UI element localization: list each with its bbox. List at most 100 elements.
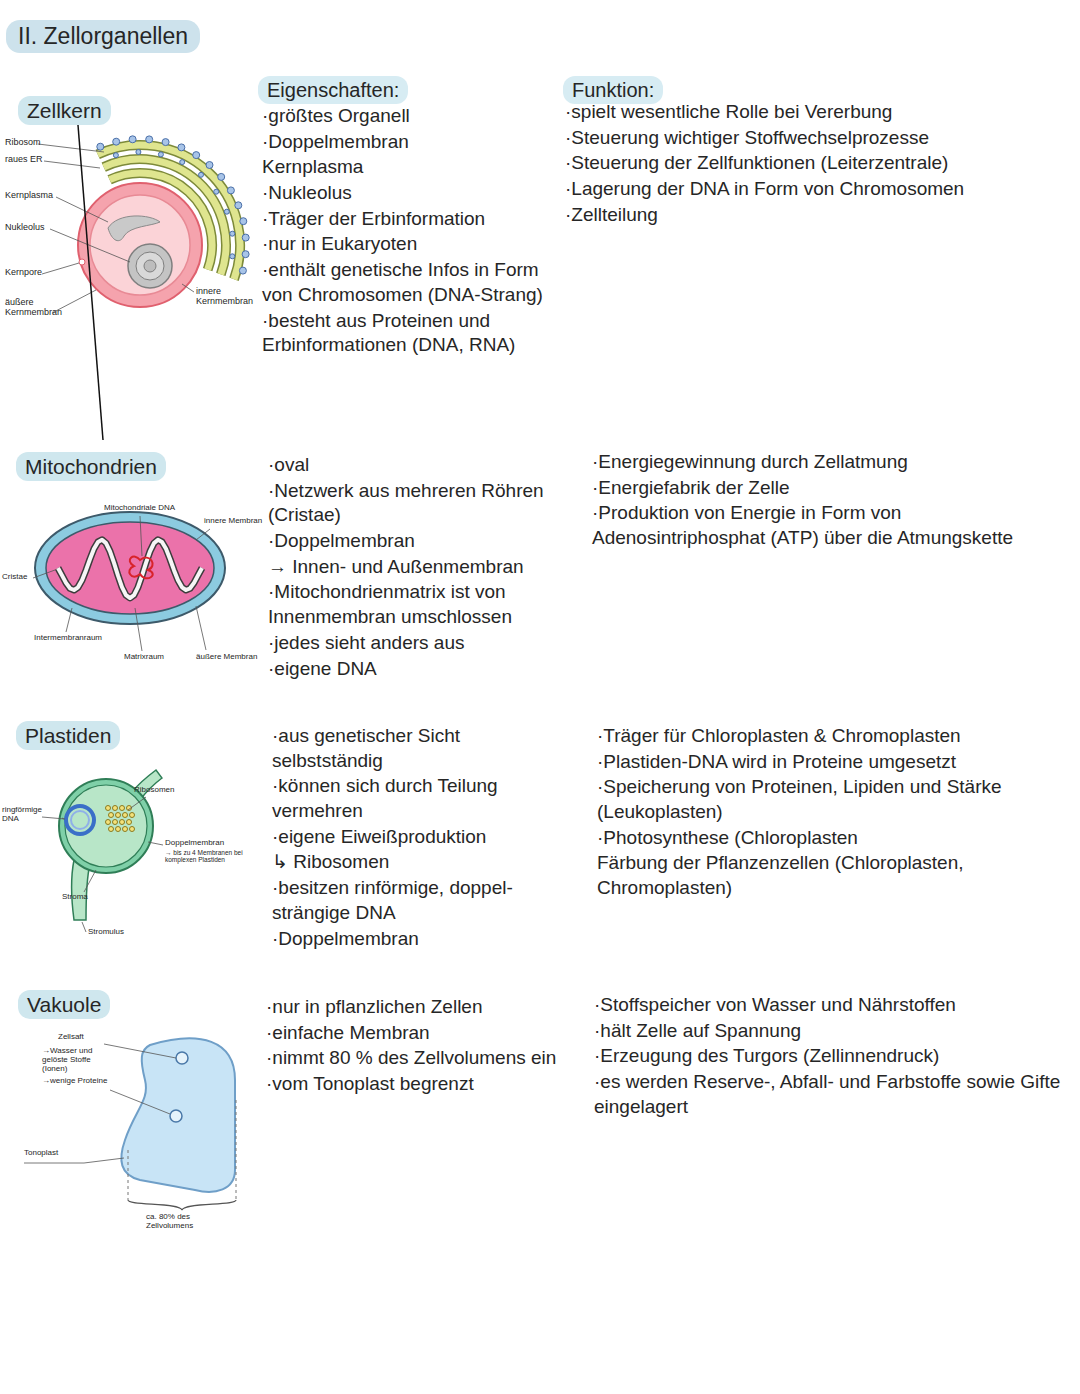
function-text: ·Plastiden-DNA wird in Proteine umgesetz… bbox=[597, 750, 1067, 775]
leader-line bbox=[182, 284, 194, 292]
property-text: ·Netzwerk aus mehreren Röhren (Cristae) bbox=[268, 480, 544, 526]
nucleus-figure bbox=[239, 267, 246, 274]
part-label: → bis zu 4 Membranen bei komplexen Plast… bbox=[165, 849, 243, 863]
nucleus-figure bbox=[113, 138, 120, 145]
leader-line bbox=[24, 1044, 176, 1163]
part-label: Mitochondriale DNA bbox=[104, 503, 175, 512]
property-text: ·nur in pflanzlichen Zellen bbox=[266, 996, 483, 1017]
property-text: ·enthält genetische Infos in Form von Ch… bbox=[262, 258, 557, 307]
part-label: Ribosomen bbox=[134, 785, 174, 794]
part-label: Nukleolus bbox=[5, 222, 45, 232]
part-label: Mitochondriale DNA bbox=[104, 503, 204, 512]
nucleus-figure bbox=[235, 202, 242, 209]
part-label: Kernpore bbox=[5, 267, 42, 277]
part-label: Ribosom bbox=[5, 137, 41, 147]
plastid-figure bbox=[106, 806, 111, 811]
property-text: ·nimmt 80 % des Zellvolumens ein bbox=[266, 1047, 556, 1068]
leader-line bbox=[82, 922, 86, 932]
function-text: Färbung der Pflanzenzellen (Chloroplaste… bbox=[597, 851, 1067, 900]
function-text: ·Speicherung von Proteinen, Lipiden und … bbox=[597, 776, 1002, 822]
property-text: ·oval bbox=[268, 454, 309, 475]
leader-line bbox=[44, 161, 100, 168]
leader-line bbox=[110, 1090, 170, 1114]
function-text: ·Träger für Chloroplasten & Chromoplaste… bbox=[597, 724, 1067, 749]
nucleus-figure bbox=[136, 252, 164, 280]
function-text: Färbung der Pflanzenzellen (Chloroplaste… bbox=[597, 852, 964, 898]
property-text: ·eigene Eiweißproduktion bbox=[272, 826, 486, 847]
heading-text: Mitochondrien bbox=[25, 455, 157, 478]
function-text: ·Photosynthese (Chloroplasten bbox=[597, 826, 1067, 851]
function-text: ·Produktion von Energie in Form von Aden… bbox=[592, 502, 1013, 548]
leader-line bbox=[56, 197, 108, 222]
property-text: ·aus genetischer Sicht selbstständig bbox=[272, 724, 562, 773]
part-label: Zellsaft bbox=[58, 1032, 84, 1041]
part-label: Kernplasma bbox=[5, 190, 60, 200]
property-text: ·eigene DNA bbox=[268, 657, 553, 682]
nucleus-figure bbox=[193, 152, 200, 159]
property-text: Kernplasma bbox=[262, 155, 557, 180]
function-text: ·Stoffspeicher von Wasser und Nährstoffe… bbox=[594, 994, 956, 1015]
function-text: ·Steuerung wichtiger Stoffwechselprozess… bbox=[565, 126, 1070, 151]
part-label: ringförmige DNA bbox=[2, 805, 44, 823]
property-text: → Innen- und Außenmembran bbox=[268, 555, 553, 580]
heading-highlight: Funktion: bbox=[563, 76, 663, 104]
leader-line bbox=[66, 608, 72, 632]
mitochondrion-figure bbox=[46, 522, 214, 614]
property-text: ·Doppelmembran bbox=[262, 130, 557, 155]
nucleus-figure bbox=[128, 244, 172, 288]
part-label: innere Kernmembran bbox=[196, 286, 253, 306]
part-label: äußere Membran bbox=[196, 652, 257, 661]
part-label: raues ER bbox=[5, 154, 65, 164]
part-label: innere Membran bbox=[204, 516, 262, 525]
heading-text: Zellkern bbox=[27, 99, 102, 122]
nucleus-figure bbox=[178, 144, 185, 151]
vacuole-figure bbox=[121, 1038, 235, 1191]
plastid-figure bbox=[106, 806, 135, 832]
property-text: ·besteht aus Proteinen und Erbinformatio… bbox=[262, 309, 557, 358]
property-text: ·aus genetischer Sicht selbstständig bbox=[272, 725, 460, 771]
property-text: ·Nukleolus bbox=[262, 182, 352, 203]
heading-highlight: Mitochondrien bbox=[16, 452, 166, 481]
nucleus-figure bbox=[158, 152, 163, 157]
nucleus-figure bbox=[199, 172, 204, 177]
part-label: →wenige Proteine bbox=[42, 1076, 107, 1085]
property-text: ↳ Ribosomen bbox=[272, 850, 562, 875]
nucleus-figure bbox=[146, 136, 153, 143]
property-text: ·Mitochondrienmatrix ist von Innenmembra… bbox=[268, 581, 512, 627]
part-label: Kernplasma bbox=[5, 190, 53, 200]
leader-line bbox=[84, 1158, 124, 1163]
part-label: Tonoplast bbox=[24, 1148, 84, 1157]
property-text: ·einfache Membran bbox=[266, 1022, 430, 1043]
nucleus-figure bbox=[214, 189, 219, 194]
heading-text: Eigenschaften: bbox=[267, 79, 399, 101]
nucleus-figure bbox=[78, 136, 249, 307]
leader-line bbox=[42, 797, 163, 932]
nucleus-figure bbox=[227, 187, 234, 194]
property-text: ·nur in Eukaryoten bbox=[262, 233, 417, 254]
function-text: ·Zellteilung bbox=[565, 203, 1070, 228]
part-label: äußere Kernmembran bbox=[5, 297, 62, 317]
part-label: ringförmige DNA bbox=[2, 805, 42, 823]
leader-line bbox=[148, 842, 163, 845]
leader-line bbox=[42, 263, 79, 274]
nucleus-figure bbox=[97, 143, 104, 150]
nucleus-figure bbox=[136, 150, 141, 155]
part-label: Cristae bbox=[2, 572, 27, 581]
leader-line bbox=[84, 870, 96, 892]
mitochondrion-figure bbox=[58, 540, 202, 598]
plastid-figure bbox=[127, 820, 132, 825]
mitochondrion-figure bbox=[58, 540, 202, 598]
property-text: ·besitzen rinförmige, doppel-strängige D… bbox=[272, 876, 562, 925]
property-text: ·größtes Organell bbox=[262, 104, 557, 129]
property-text: ·besitzen rinförmige, doppel-strängige D… bbox=[272, 877, 513, 923]
part-label: Matrixraum bbox=[124, 652, 164, 661]
heading-highlight: Plastiden bbox=[16, 721, 120, 750]
part-label: raues ER bbox=[5, 154, 43, 164]
property-text: ·Doppelmembran bbox=[268, 530, 415, 551]
part-label: →Wasser und gelöste Stoffe (Ionen) bbox=[42, 1046, 114, 1074]
nucleus-figure bbox=[230, 231, 235, 236]
property-text: ·vom Tonoplast begrenzt bbox=[266, 1072, 566, 1097]
plastid-figure bbox=[130, 813, 135, 818]
function-text: ·Plastiden-DNA wird in Proteine umgesetz… bbox=[597, 751, 956, 772]
leader-line bbox=[196, 529, 210, 540]
